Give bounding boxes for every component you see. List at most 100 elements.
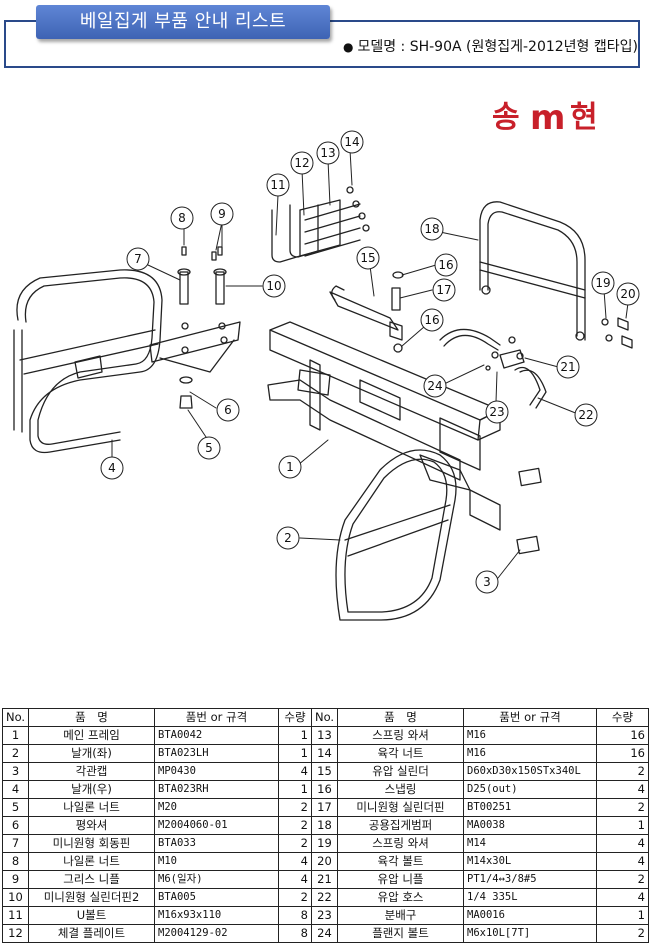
cell-spec: M14 bbox=[463, 834, 597, 853]
cell-name: U볼트 bbox=[28, 906, 155, 925]
cell-qty: 16 bbox=[596, 726, 649, 745]
header-name-right: 품 명 bbox=[337, 708, 464, 727]
callout-15: 15 bbox=[356, 246, 380, 270]
cell-name: 나일론 너트 bbox=[28, 798, 155, 817]
callout-9-label: 9 bbox=[218, 207, 226, 221]
callout-5: 5 bbox=[197, 436, 221, 460]
callout-8: 8 bbox=[170, 206, 194, 230]
cell-spec: M2004129-02 bbox=[154, 924, 279, 943]
cell-spec: M6(일자) bbox=[154, 870, 279, 889]
cell-name: 날개(우) bbox=[28, 780, 155, 799]
cell-spec: BT00251 bbox=[463, 798, 597, 817]
callout-19: 19 bbox=[591, 271, 615, 295]
pivot-pins bbox=[177, 246, 227, 409]
cell-qty: 8 bbox=[278, 924, 312, 943]
table-row: 4 날개(우) BTA023RH 1 16 스냅링 D25(out) 4 bbox=[2, 780, 649, 799]
cell-qty: 1 bbox=[278, 726, 312, 745]
callout-4: 4 bbox=[100, 456, 124, 480]
callout-12: 12 bbox=[290, 151, 314, 175]
header-qty-left: 수량 bbox=[278, 708, 312, 727]
callout-5-label: 5 bbox=[205, 441, 213, 455]
cell-qty: 4 bbox=[278, 762, 312, 781]
model-text: 모델명 : SH-90A (원형집게-2012년형 캡타입) bbox=[357, 39, 638, 55]
cell-no: 12 bbox=[2, 924, 29, 943]
table-row: 2 날개(좌) BTA023LH 1 14 육각 너트 M16 16 bbox=[2, 744, 649, 763]
cell-name: 나일론 너트 bbox=[28, 852, 155, 871]
callout-17: 17 bbox=[432, 278, 456, 302]
callout-10: 10 bbox=[262, 274, 286, 298]
callout-16a-label: 16 bbox=[438, 258, 453, 272]
cell-spec: BTA023RH bbox=[154, 780, 279, 799]
callout-16b: 16 bbox=[420, 308, 444, 332]
cell-no: 5 bbox=[2, 798, 29, 817]
cell-qty: 2 bbox=[278, 816, 312, 835]
header-spec-left: 품번 or 규격 bbox=[154, 708, 279, 727]
cell-no: 8 bbox=[2, 852, 29, 871]
cell-spec: D60xD30x150STx340L bbox=[463, 762, 597, 781]
bullet-icon: ● bbox=[342, 40, 354, 54]
cell-qty: 1 bbox=[596, 906, 649, 925]
callout-2-label: 2 bbox=[284, 531, 292, 545]
cell-name: 분배구 bbox=[337, 906, 464, 925]
cell-qty: 2 bbox=[596, 762, 649, 781]
cell-name: 미니원형 회동핀 bbox=[28, 834, 155, 853]
u-bolts-group bbox=[271, 186, 370, 263]
cell-name: 육각 너트 bbox=[337, 744, 464, 763]
cell-name: 스프링 와셔 bbox=[337, 834, 464, 853]
left-wing-frame bbox=[13, 269, 163, 454]
table-row: 11 U볼트 M16x93x110 8 23 분배구 MA0016 1 bbox=[2, 906, 649, 925]
callout-13: 13 bbox=[316, 141, 340, 165]
callout-3: 3 bbox=[475, 570, 499, 594]
callout-3-label: 3 bbox=[483, 575, 491, 589]
cell-qty: 1 bbox=[596, 816, 649, 835]
header-frame-left bbox=[4, 20, 6, 68]
cell-qty: 2 bbox=[596, 924, 649, 943]
cell-no: 1 bbox=[2, 726, 29, 745]
cell-name: 메인 프레임 bbox=[28, 726, 155, 745]
callout-1: 1 bbox=[278, 455, 302, 479]
cell-spec: M16x93x110 bbox=[154, 906, 279, 925]
cell-no: 18 bbox=[311, 816, 338, 835]
cell-spec: BTA023LH bbox=[154, 744, 279, 763]
header-frame-top-left bbox=[4, 20, 38, 22]
cell-name: 체결 플레이트 bbox=[28, 924, 155, 943]
callout-11: 11 bbox=[266, 173, 290, 197]
cell-spec: MA0038 bbox=[463, 816, 597, 835]
callout-7: 7 bbox=[126, 247, 150, 271]
cell-qty: 1 bbox=[278, 780, 312, 799]
cell-name: 육각 볼트 bbox=[337, 852, 464, 871]
callout-15-label: 15 bbox=[360, 251, 375, 265]
cell-no: 20 bbox=[311, 852, 338, 871]
cell-spec: D25(out) bbox=[463, 780, 597, 799]
callout-23: 23 bbox=[485, 400, 509, 424]
callout-7-label: 7 bbox=[134, 252, 142, 266]
table-row: 5 나일론 너트 M20 2 17 미니원형 실린더핀 BT00251 2 bbox=[2, 798, 649, 817]
callout-bubbles: 1 2 3 4 5 6 7 8 9 10 11 12 13 14 15 16 1… bbox=[100, 130, 640, 594]
cell-spec: M16 bbox=[463, 744, 597, 763]
brand-logo: 송 m 현 bbox=[492, 98, 604, 140]
callout-6: 6 bbox=[216, 398, 240, 422]
hydraulic-hoses bbox=[439, 328, 547, 409]
cell-qty: 2 bbox=[278, 888, 312, 907]
callout-22: 22 bbox=[574, 403, 598, 427]
cell-spec: MA0016 bbox=[463, 906, 597, 925]
callout-17-label: 17 bbox=[436, 283, 451, 297]
cell-spec: BTA033 bbox=[154, 834, 279, 853]
cell-qty: 8 bbox=[278, 906, 312, 925]
callout-13-label: 13 bbox=[320, 146, 335, 160]
left-pivot-bracket bbox=[149, 321, 241, 373]
cell-name: 유압 호스 bbox=[337, 888, 464, 907]
cell-name: 각관캡 bbox=[28, 762, 155, 781]
callout-18: 18 bbox=[420, 217, 444, 241]
header-no-left: No. bbox=[2, 708, 29, 727]
cell-name: 평와셔 bbox=[28, 816, 155, 835]
cell-name: 스프링 와셔 bbox=[337, 726, 464, 745]
cell-spec: M14x30L bbox=[463, 852, 597, 871]
header-frame-top bbox=[326, 20, 640, 22]
logo-syllable-3: 현 bbox=[570, 100, 598, 135]
parts-table: No. 품 명 품번 or 규격 수량 No. 품 명 품번 or 규격 수량 … bbox=[2, 708, 649, 943]
callout-1-label: 1 bbox=[286, 460, 294, 474]
cell-spec: BTA0042 bbox=[154, 726, 279, 745]
cell-name: 날개(좌) bbox=[28, 744, 155, 763]
table-row: 9 그리스 니플 M6(일자) 4 21 유압 니플 PT1/4↔3/8#5 2 bbox=[2, 870, 649, 889]
